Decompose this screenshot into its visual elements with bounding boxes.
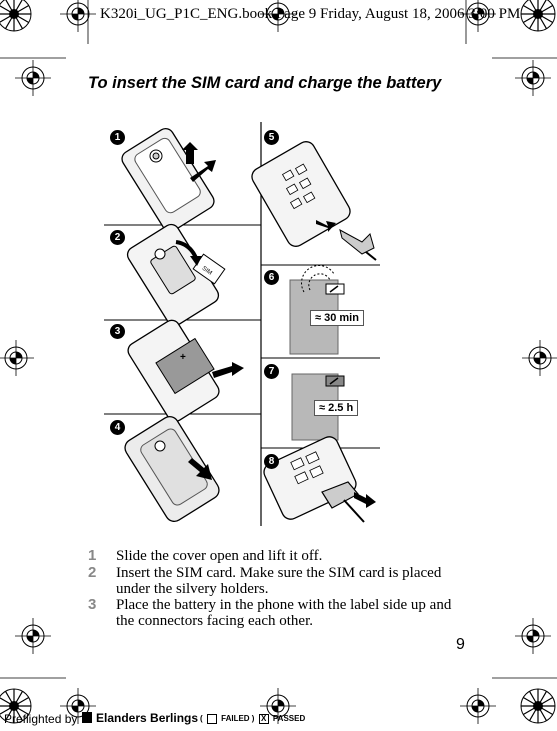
preflight-status: ( FAILED ) X PASSED	[200, 714, 306, 724]
instruction-figure: SIM +	[104, 120, 380, 528]
svg-text:+: +	[180, 352, 186, 363]
step-text: Insert the SIM card. Make sure the SIM c…	[116, 565, 442, 597]
callout-6: 6	[264, 270, 279, 285]
failed-checkbox-icon	[206, 714, 217, 724]
page-number: 9	[456, 636, 465, 653]
svg-text:SIM: SIM	[201, 266, 213, 277]
passed-label: PASSED	[272, 714, 306, 724]
brand-name: Elanders Berlings	[96, 711, 199, 725]
panel-8-charger-removal	[263, 436, 376, 523]
panel-5-charger-connection	[251, 141, 377, 261]
section-title: To insert the SIM card and charge the ba…	[88, 74, 442, 92]
callout-8: 8	[264, 454, 279, 469]
step-number: 1	[88, 547, 97, 564]
step-text: Slide the cover open and lift it off.	[116, 548, 323, 564]
passed-checkbox-icon: X	[258, 714, 269, 724]
panel-2-sim-insertion: SIM	[126, 223, 226, 327]
step-number: 2	[88, 564, 97, 581]
callout-3: 3	[110, 324, 125, 339]
panel-3-battery-insertion: +	[127, 319, 244, 423]
step-text: Place the battery in the phone with the …	[116, 597, 452, 629]
callout-7: 7	[264, 364, 279, 379]
charge-time-2-5h-label: ≈ 2.5 h	[314, 400, 359, 416]
step-number: 3	[88, 596, 97, 613]
elanders-logo-icon	[82, 712, 92, 723]
callout-4: 4	[110, 420, 125, 435]
book-slug-header: K320i_UG_P1C_ENG.book Page 9 Friday, Aug…	[100, 6, 521, 22]
charge-time-30min-label: ≈ 30 min	[310, 310, 364, 326]
panel-4-cover-closing	[124, 415, 220, 523]
preflight-label: Preflighted by	[4, 712, 78, 726]
failed-label: FAILED	[221, 714, 250, 724]
panel-1-cover-removal	[121, 127, 216, 233]
callout-5: 5	[264, 130, 279, 145]
callout-1: 1	[110, 130, 125, 145]
callout-2: 2	[110, 230, 125, 245]
